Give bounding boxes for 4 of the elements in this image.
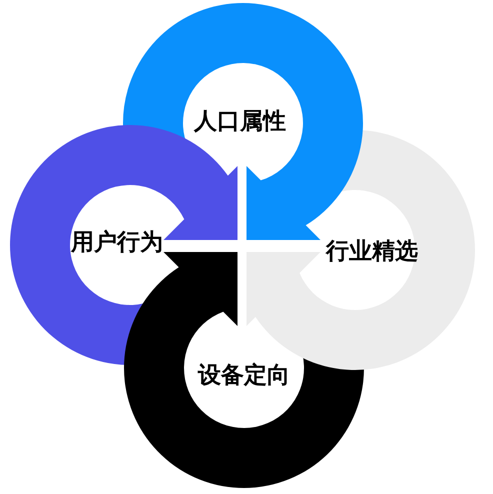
node-label: 设备定向 — [198, 364, 290, 388]
node-label: 人口属性 — [194, 110, 286, 134]
node-label: 用户行为 — [71, 232, 163, 254]
node-label: 行业精选 — [326, 240, 418, 264]
